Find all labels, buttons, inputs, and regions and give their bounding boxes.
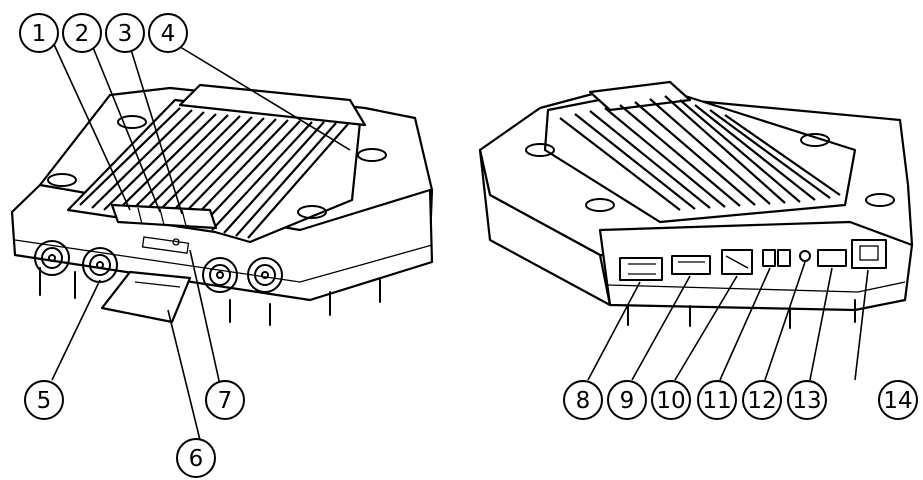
- callout-label: 12: [747, 388, 776, 414]
- callout-10: 10: [651, 380, 691, 420]
- bnc-connector: [82, 247, 118, 283]
- power-connector: [762, 249, 791, 267]
- callout-6: 6: [176, 438, 216, 478]
- leader-lines: [51, 39, 869, 441]
- io-connector: [619, 257, 663, 281]
- callout-9: 9: [607, 380, 647, 420]
- callout-label: 5: [37, 388, 52, 414]
- callout-label: 7: [218, 388, 233, 414]
- control-button: [799, 250, 811, 262]
- callout-label: 10: [656, 388, 685, 414]
- callout-label: 6: [189, 446, 204, 472]
- callout-14: 14: [878, 380, 918, 420]
- callout-label: 9: [620, 388, 635, 414]
- callout-5: 5: [24, 380, 64, 420]
- front-view-device: [10, 83, 434, 326]
- callout-1: 1: [19, 13, 59, 53]
- callout-label: 11: [702, 388, 731, 414]
- callout-8: 8: [563, 380, 603, 420]
- callout-label: 3: [118, 21, 133, 47]
- callout-label: 1: [32, 21, 47, 47]
- callout-4: 4: [148, 13, 188, 53]
- network-connector: [851, 239, 887, 269]
- bnc-connector: [202, 257, 238, 293]
- callout-11: 11: [697, 380, 737, 420]
- bnc-connector: [247, 257, 283, 293]
- callout-7: 7: [205, 380, 245, 420]
- callout-label: 13: [792, 388, 821, 414]
- heatsink-fins: [79, 107, 349, 239]
- callout-3: 3: [105, 13, 145, 53]
- callout-label: 8: [576, 388, 591, 414]
- terminal-connector: [817, 249, 847, 267]
- callout-label: 2: [75, 21, 90, 47]
- rs-connector: [721, 249, 753, 275]
- bnc-connector: [34, 240, 70, 276]
- callout-label: 4: [161, 21, 176, 47]
- io-connector: [671, 255, 711, 275]
- callout-12: 12: [742, 380, 782, 420]
- callout-2: 2: [62, 13, 102, 53]
- rear-view-device: [478, 80, 914, 329]
- callout-label: 14: [883, 388, 912, 414]
- callout-13: 13: [787, 380, 827, 420]
- heatsink-fins: [559, 95, 841, 211]
